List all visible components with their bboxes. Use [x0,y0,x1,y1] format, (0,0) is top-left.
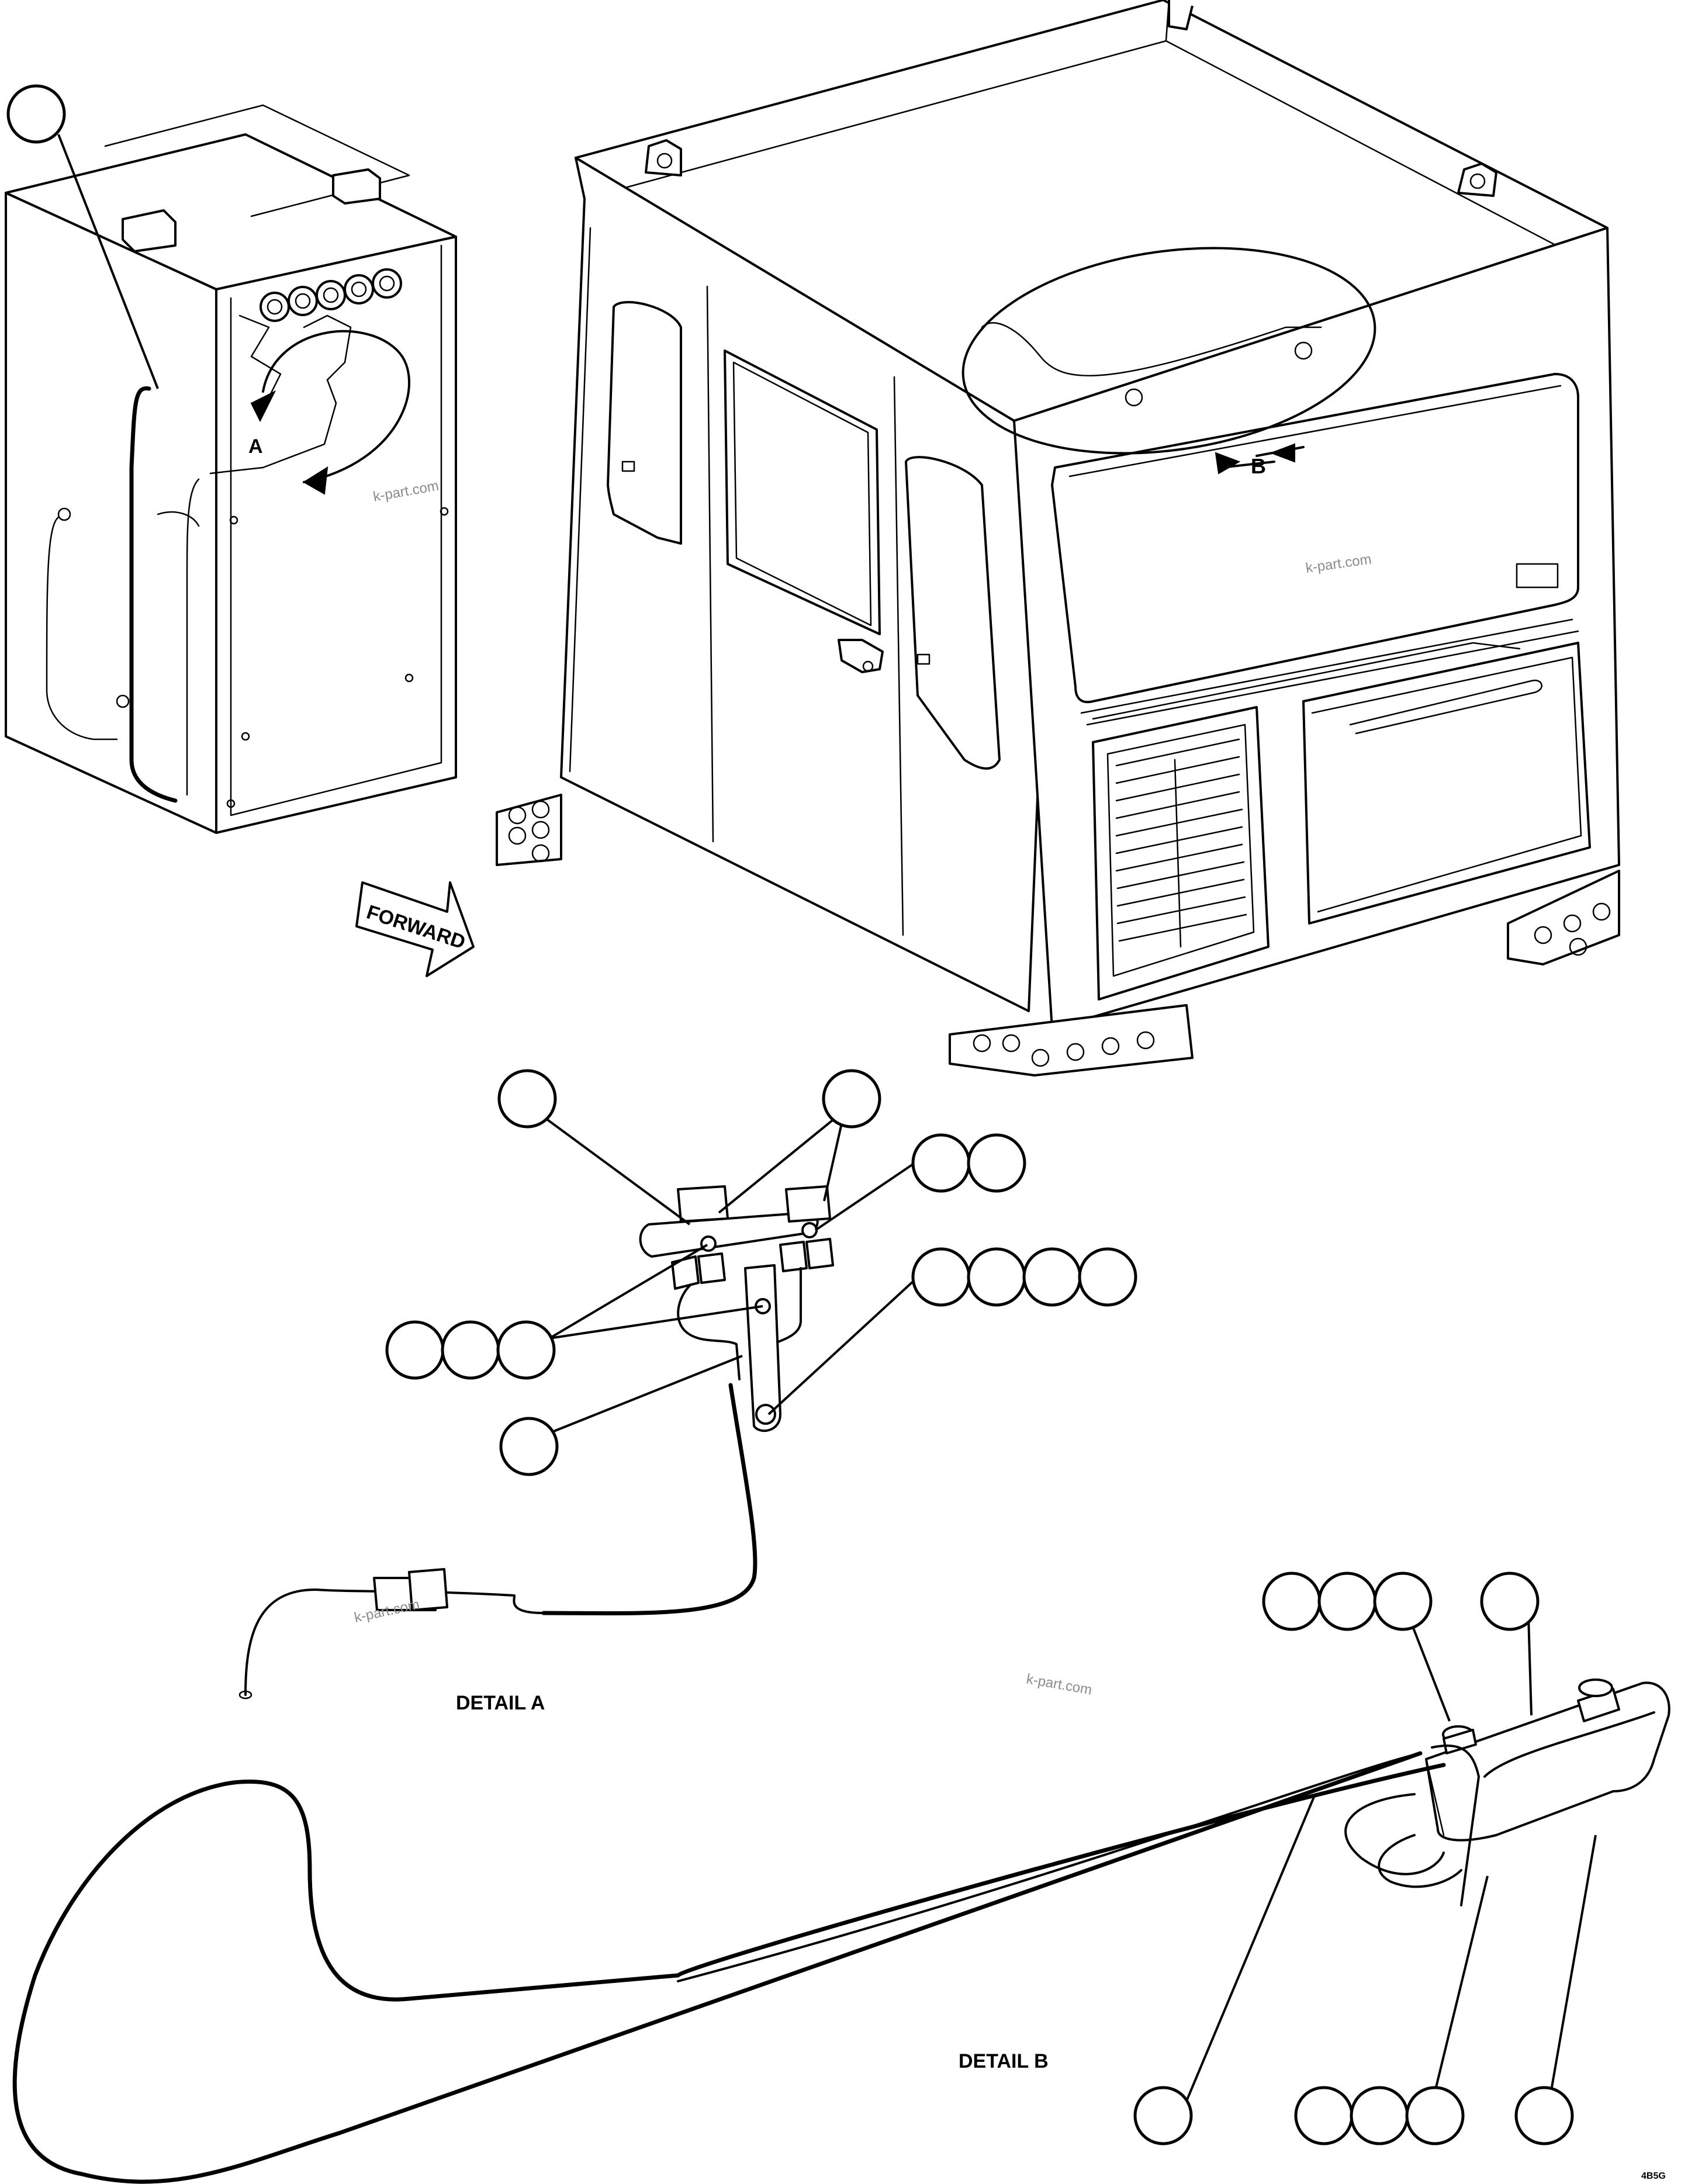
view-a-label: A [248,435,263,458]
view-b-label: B [1251,454,1266,478]
callout-balloon [497,1069,557,1129]
detail-b: DETAIL B [12,1678,1670,2184]
cabinet-knob-row [260,268,402,322]
callout-balloon [1022,1247,1082,1307]
callout-balloon [385,1320,445,1380]
callout-balloon [496,1320,556,1380]
air-intake-grille [1115,738,1247,948]
callout-balloon [1514,2086,1574,2145]
electrical-cabinet: A [5,104,457,834]
operator-cab: B [496,0,1620,1077]
detail-b-label: DETAIL B [959,2050,1049,2072]
watermark-3: k-part.com [1025,1671,1093,1698]
callout-balloon [1405,2086,1465,2145]
callout-balloon [6,84,66,144]
leader-lines [57,134,1597,2105]
callout-balloon [1078,1247,1137,1307]
figure-code: 4B5G [1641,2171,1666,2181]
callout-balloon [499,1417,559,1476]
callout-balloons [6,84,1574,2145]
callout-balloon [911,1133,971,1193]
callout-balloon [1317,1572,1377,1631]
callout-balloon [1294,2086,1354,2145]
callout-balloon [1262,1572,1322,1631]
callout-balloon [441,1320,500,1380]
callout-balloon [1373,1572,1433,1631]
view-b-highlight [961,247,1376,455]
callout-balloon [967,1247,1026,1307]
detail-a-label: DETAIL A [456,1692,545,1714]
callout-balloon [967,1133,1026,1193]
callout-balloon [1480,1572,1540,1631]
callout-balloon [1350,2086,1409,2145]
detail-a: DETAIL A [238,1185,834,1714]
callout-balloon [911,1247,971,1307]
forward-arrow: FORWARD [355,881,475,977]
callout-balloon [822,1069,881,1129]
callout-balloon [1133,2086,1193,2145]
